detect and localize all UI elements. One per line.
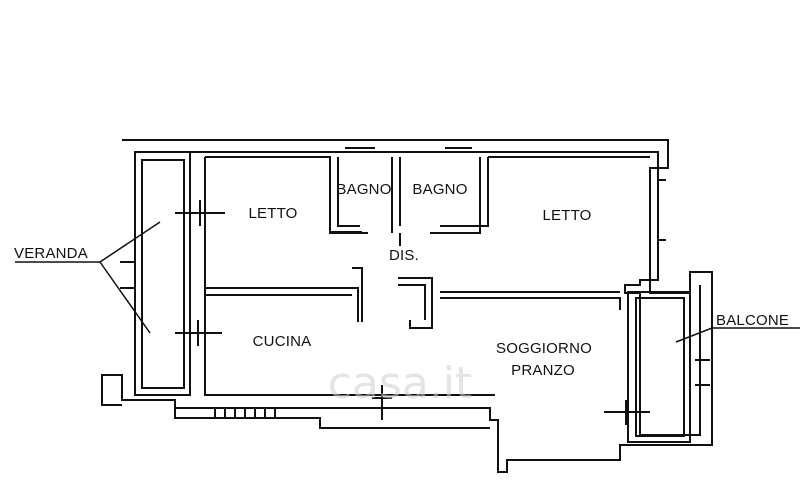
window-markers <box>120 147 710 386</box>
balcone-leader <box>675 327 800 343</box>
room-label-letto-left: LETTO <box>248 205 297 222</box>
bottom-ticks <box>214 408 276 418</box>
letto-right-wall <box>487 156 650 226</box>
veranda-leader <box>15 221 161 334</box>
main-block-wall <box>204 157 495 396</box>
room-label-bagno-2: BAGNO <box>412 181 467 198</box>
callout-label-balcone: BALCONE <box>716 312 789 329</box>
veranda-inner <box>141 159 185 389</box>
balcone-wall <box>627 291 691 443</box>
room-label-bagno-1: BAGNO <box>336 181 391 198</box>
walls <box>101 139 713 473</box>
room-label-pranzo: PRANZO <box>511 362 575 379</box>
room-label-letto-right: LETTO <box>542 207 591 224</box>
callout-label-veranda: VERANDA <box>14 245 88 262</box>
watermark: casa.it <box>328 358 473 409</box>
room-label-dis: DIS. <box>389 247 419 264</box>
bagno-2-wall <box>399 157 489 246</box>
bottom-ledge <box>174 408 490 429</box>
room-label-soggiorno: SOGGIORNO <box>496 340 592 357</box>
balcone-inner <box>635 297 685 437</box>
partition-wall <box>205 287 621 322</box>
room-label-cucina: CUCINA <box>253 333 312 350</box>
door-crosses <box>175 200 650 425</box>
callout-lines <box>15 221 800 343</box>
corridor-stub <box>352 267 433 329</box>
bagno-1-wall <box>329 157 401 234</box>
outer-wall <box>101 139 713 473</box>
veranda-wall <box>134 151 191 396</box>
